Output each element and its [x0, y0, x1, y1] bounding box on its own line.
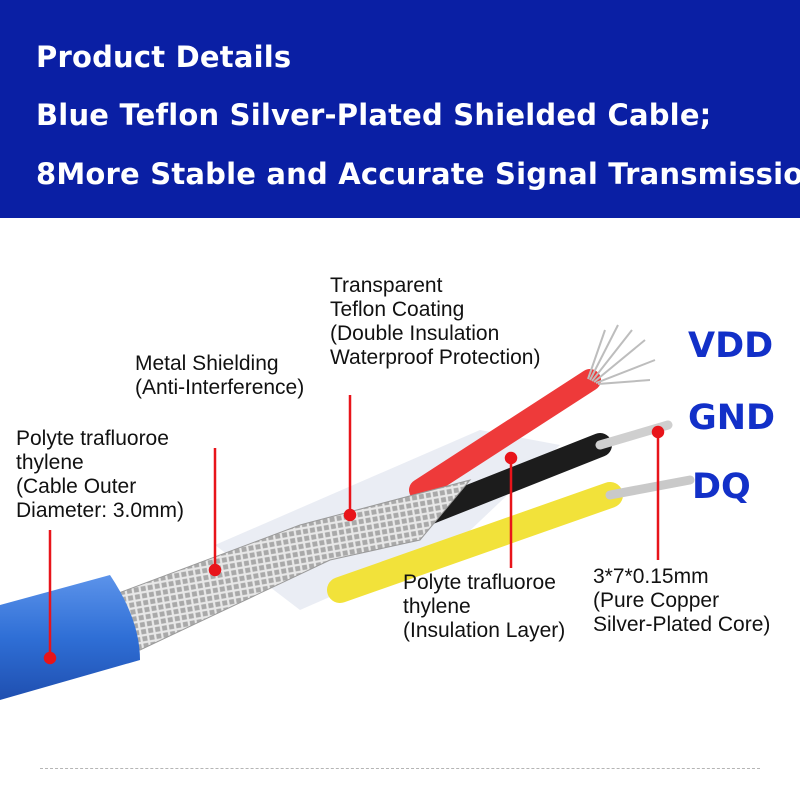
banner-subtitle-transmission: 8More Stable and Accurate Signal Transmi…	[36, 157, 800, 191]
metal-braid	[99, 479, 472, 651]
outer-jacket	[0, 575, 140, 700]
title-banner: Product Details Blue Teflon Silver-Plate…	[0, 0, 800, 218]
pointer-dot-shielding	[208, 563, 222, 577]
wire-yellow-dq	[327, 482, 623, 603]
signal-label-vdd: VDD	[688, 326, 774, 366]
pointer-dot-outer	[43, 651, 57, 665]
banner-title: Product Details	[36, 40, 292, 74]
signal-label-dq: DQ	[692, 467, 751, 507]
cable-illustration	[0, 324, 695, 700]
strands-dq	[605, 475, 695, 500]
pointer-dot-coating	[343, 508, 357, 522]
pointer-dot-insulation	[504, 451, 518, 465]
banner-subtitle-cable: Blue Teflon Silver-Plated Shielded Cable…	[36, 98, 712, 132]
wire-red-vdd	[409, 369, 601, 501]
label-teflon-coating: Transparent Teflon Coating (Double Insul…	[330, 274, 541, 369]
signal-label-gnd: GND	[688, 398, 776, 438]
bottom-divider	[40, 768, 760, 769]
strands-vdd	[587, 324, 656, 385]
label-insulation-layer: Polyte trafluoroe thylene (Insulation La…	[403, 571, 566, 642]
pointer-dot-core	[651, 425, 665, 439]
pointers	[43, 395, 665, 665]
label-copper-core: 3*7*0.15mm (Pure Copper Silver-Plated Co…	[593, 565, 771, 636]
label-outer-jacket: Polyte trafluoroe thylene (Cable Outer D…	[16, 427, 185, 522]
label-metal-shielding: Metal Shielding (Anti-Interference)	[135, 352, 305, 399]
